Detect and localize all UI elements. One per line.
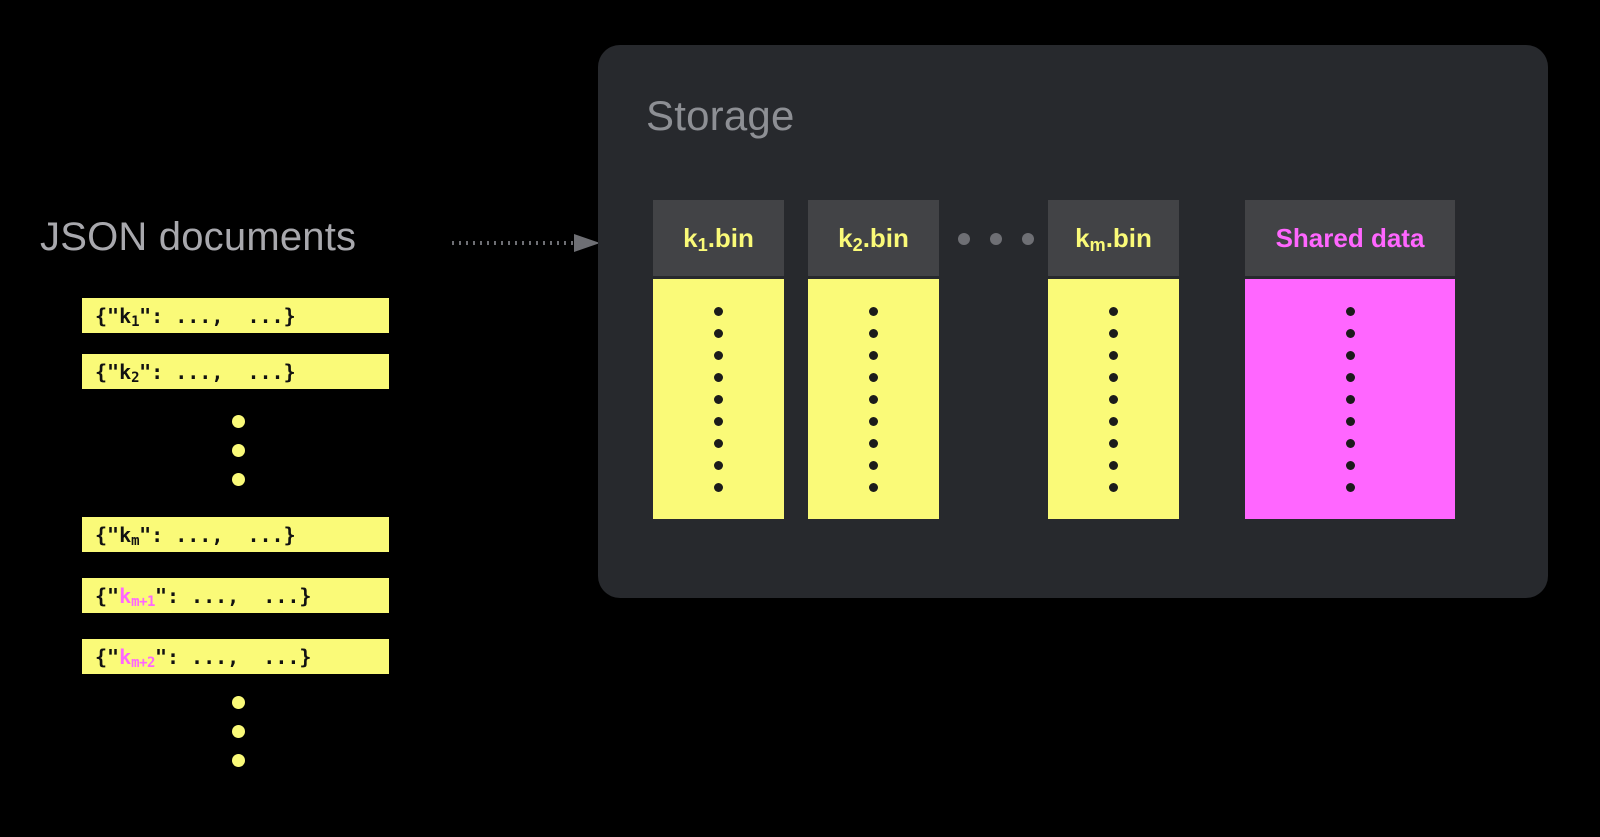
bin-content-dot (714, 372, 723, 382)
bin-content-dot (714, 460, 723, 470)
ellipsis-dot (1022, 233, 1034, 245)
bin-content-dot (1345, 328, 1355, 338)
ellipsis-dot (232, 473, 245, 486)
bin-content-dot (869, 372, 878, 382)
bin-content-dot (714, 438, 723, 448)
bin-content-dot (869, 328, 878, 338)
ellipsis-dot (232, 754, 245, 767)
storage-bin-header: Shared data (1245, 200, 1455, 276)
bin-content-dot (1109, 328, 1118, 338)
bin-content-dot (1109, 350, 1118, 360)
storage-bin-header: k2.bin (808, 200, 939, 276)
storage-bin-label: k1.bin (683, 223, 754, 255)
storage-bin-body (808, 279, 939, 519)
bin-content-dot (869, 482, 878, 492)
storage-bin-label: Shared data (1275, 223, 1425, 253)
json-documents-ellipsis (232, 696, 245, 767)
bin-content-dot (714, 394, 723, 404)
storage-bin-header: k1.bin (653, 200, 784, 276)
storage-bin-body (1048, 279, 1179, 519)
ellipsis-dot (232, 415, 245, 428)
json-document-key: k1 (119, 303, 140, 330)
ellipsis-dot (232, 444, 245, 457)
bin-content-dot (1109, 460, 1118, 470)
storage-panel-title: Storage (646, 92, 795, 139)
ellipsis-dot (232, 725, 245, 738)
storage-bin-header: km.bin (1048, 200, 1179, 276)
storage-bin: k2.bin (808, 200, 939, 519)
arrow-icon (452, 234, 600, 252)
bin-content-dot (869, 438, 878, 448)
json-document-key: k2 (119, 359, 140, 386)
storage-bins-row: k1.bin k2.bin km.bin Shared data (653, 200, 1513, 575)
bin-content-dot (869, 350, 878, 360)
bin-content-dot (869, 416, 878, 426)
json-document-text: {"km+2": ..., ...} (95, 644, 312, 671)
json-document-text: {"km": ..., ...} (95, 522, 296, 549)
bin-content-dot (1109, 482, 1118, 492)
json-document-row: {"km+1": ..., ...} (82, 578, 389, 613)
bin-content-dot (1109, 416, 1118, 426)
storage-bin-body (1245, 279, 1455, 519)
bin-content-dot (869, 306, 878, 316)
ellipsis-dot (958, 233, 970, 245)
json-document-row: {"k1": ..., ...} (82, 298, 389, 333)
json-document-row: {"km": ..., ...} (82, 517, 389, 552)
bin-content-dot (1345, 350, 1355, 360)
storage-bin: Shared data (1245, 200, 1455, 519)
bin-content-dot (1345, 394, 1355, 404)
bin-content-dot (869, 460, 878, 470)
ellipsis-dot (990, 233, 1002, 245)
json-document-row: {"k2": ..., ...} (82, 354, 389, 389)
flow-arrow (452, 233, 602, 253)
json-document-key: km+1 (119, 583, 155, 610)
bin-content-dot (1345, 372, 1355, 382)
bin-content-dot (714, 306, 723, 316)
json-document-key: km (119, 522, 140, 549)
json-documents-section: JSON documents {"k1": ..., ...} {"k2": ..… (0, 0, 560, 837)
json-document-key: km+2 (119, 644, 155, 671)
bin-content-dot (714, 482, 723, 492)
json-document-text: {"k1": ..., ...} (95, 303, 296, 330)
storage-bin: km.bin (1048, 200, 1179, 519)
storage-bin-label: k2.bin (838, 223, 909, 255)
bin-content-dot (1109, 306, 1118, 316)
bin-content-dot (1345, 416, 1355, 426)
storage-bin-body (653, 279, 784, 519)
storage-panel: Storage k1.bin k2.bin km.bin Shared data (598, 45, 1548, 598)
json-document-text: {"k2": ..., ...} (95, 359, 296, 386)
bin-content-dot (1345, 482, 1355, 492)
bin-content-dot (869, 394, 878, 404)
bin-content-dot (714, 328, 723, 338)
bin-content-dot (1345, 460, 1355, 470)
json-document-text: {"km+1": ..., ...} (95, 583, 312, 610)
bin-content-dot (1345, 438, 1355, 448)
storage-bin-label: km.bin (1075, 223, 1152, 255)
bin-content-dot (1345, 306, 1355, 316)
json-documents-title: JSON documents (40, 215, 357, 259)
storage-bins-ellipsis (958, 233, 1034, 245)
bin-content-dot (714, 350, 723, 360)
ellipsis-dot (232, 696, 245, 709)
bin-content-dot (1109, 438, 1118, 448)
storage-bin: k1.bin (653, 200, 784, 519)
json-document-row: {"km+2": ..., ...} (82, 639, 389, 674)
bin-content-dot (714, 416, 723, 426)
json-documents-ellipsis (232, 415, 245, 486)
bin-content-dot (1109, 372, 1118, 382)
bin-content-dot (1109, 394, 1118, 404)
